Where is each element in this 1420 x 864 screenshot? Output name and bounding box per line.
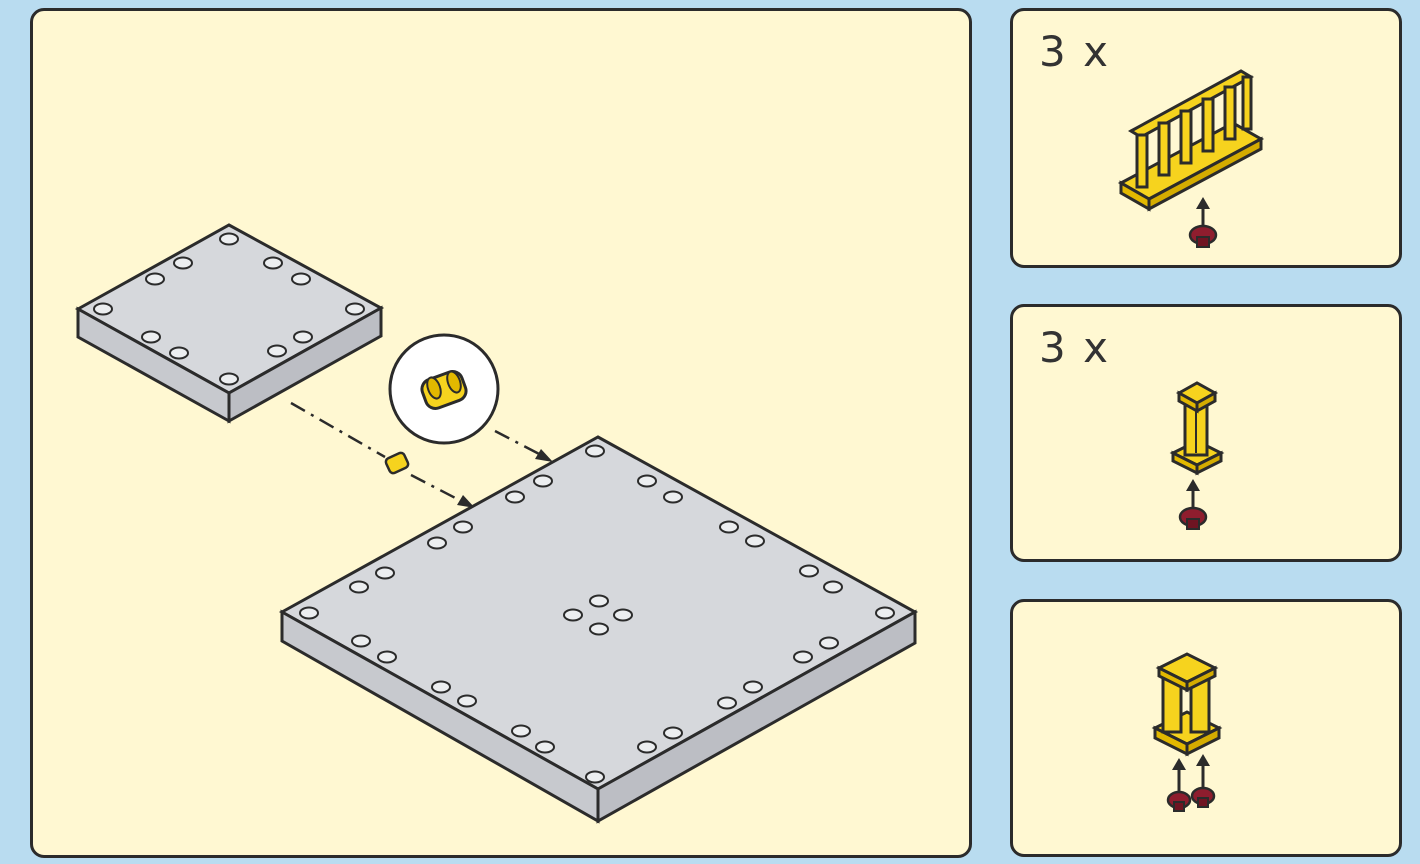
plate-stud xyxy=(294,332,312,343)
plate-stud xyxy=(564,610,582,621)
plate-stud xyxy=(824,582,842,593)
plate-stud xyxy=(718,698,736,709)
red-pin xyxy=(1180,479,1206,529)
plate-stud xyxy=(458,696,476,707)
pillar-part-drawing xyxy=(1013,307,1405,565)
plate-stud xyxy=(590,624,608,635)
plate-stud xyxy=(820,638,838,649)
yellow-fence-piece xyxy=(1121,71,1261,209)
yellow-connector-peg xyxy=(385,452,410,475)
connector-callout xyxy=(390,335,498,443)
plate-stud xyxy=(300,608,318,619)
plate-stud xyxy=(744,682,762,693)
plate-stud xyxy=(170,348,188,359)
yellow-double-pillar-piece xyxy=(1155,654,1219,754)
plate-stud xyxy=(174,258,192,269)
plate-stud xyxy=(142,332,160,343)
plate-stud xyxy=(432,682,450,693)
substep-fence-panel: 3 x xyxy=(1010,8,1402,268)
plate-stud xyxy=(638,476,656,487)
substep-pillar-panel: 3 x xyxy=(1010,304,1402,562)
substep-double-pillar-panel xyxy=(1010,599,1402,857)
plate-stud xyxy=(876,608,894,619)
plate-stud xyxy=(268,346,286,357)
plate-stud xyxy=(536,742,554,753)
yellow-pillar-piece xyxy=(1173,383,1221,473)
plate-stud xyxy=(346,304,364,315)
plate-stud xyxy=(506,492,524,503)
plate-stud xyxy=(534,476,552,487)
fence-part-drawing xyxy=(1013,11,1405,271)
main-assembly-drawing xyxy=(33,11,975,861)
double-pillar-part-drawing xyxy=(1013,602,1405,860)
plate-stud xyxy=(264,258,282,269)
plate-stud xyxy=(352,636,370,647)
plate-stud xyxy=(590,596,608,607)
plate-stud xyxy=(94,304,112,315)
plate-stud xyxy=(292,274,310,285)
red-pins xyxy=(1168,754,1214,811)
plate-stud xyxy=(720,522,738,533)
plate-stud xyxy=(794,652,812,663)
small-gray-plate xyxy=(78,225,381,421)
plate-stud xyxy=(586,772,604,783)
plate-stud xyxy=(378,652,396,663)
plate-stud xyxy=(586,446,604,457)
plate-stud xyxy=(638,742,656,753)
plate-stud xyxy=(146,274,164,285)
plate-stud xyxy=(664,728,682,739)
plate-stud xyxy=(350,582,368,593)
plate-stud xyxy=(454,522,472,533)
plate-stud xyxy=(376,568,394,579)
plate-stud xyxy=(614,610,632,621)
large-gray-plate xyxy=(282,437,915,821)
plate-stud xyxy=(512,726,530,737)
plate-stud xyxy=(746,536,764,547)
plate-stud xyxy=(220,234,238,245)
red-pin xyxy=(1190,197,1216,247)
plate-stud xyxy=(428,538,446,549)
plate-stud xyxy=(800,566,818,577)
plate-stud xyxy=(220,374,238,385)
main-assembly-panel xyxy=(30,8,972,858)
plate-stud xyxy=(664,492,682,503)
